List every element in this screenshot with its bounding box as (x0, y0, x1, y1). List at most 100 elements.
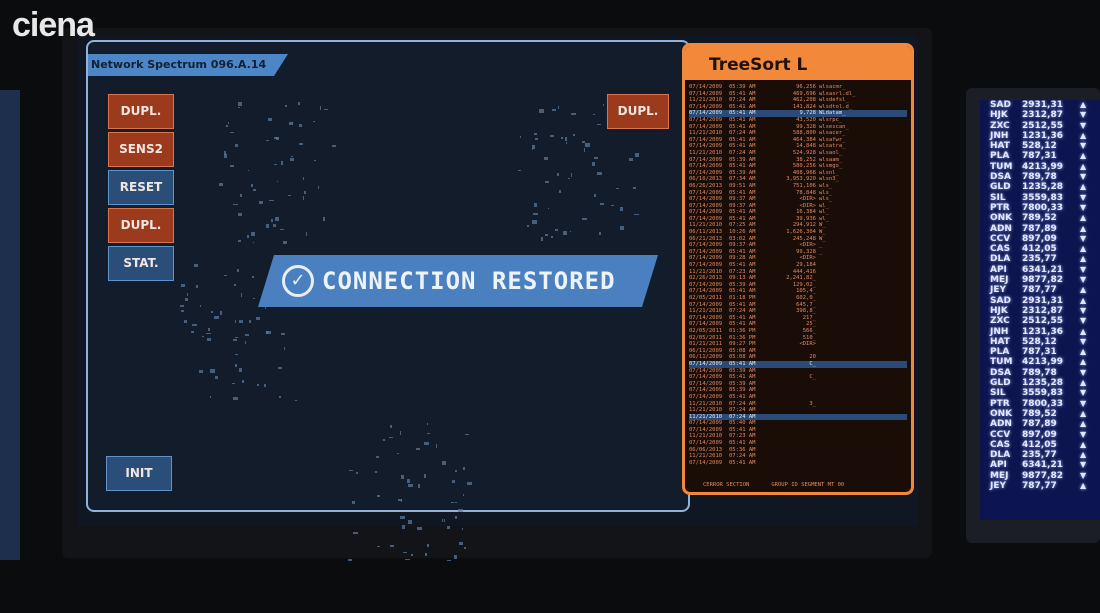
file-name (819, 433, 879, 440)
dupl-button-top-right[interactable]: DUPL. (607, 94, 669, 129)
file-size: 9,728 (799, 110, 816, 117)
file-date: 07/14/2009 (689, 90, 723, 97)
ticker-value: 2931,31 (1022, 295, 1063, 306)
file-name: wlsafwr_ (819, 136, 846, 143)
circuit-dot (635, 153, 640, 158)
file-name: wlsasrl.dl_ (819, 90, 856, 97)
dupl-button-2[interactable]: DUPL. (108, 208, 174, 243)
circuit-dot (619, 207, 624, 211)
circuit-dot (314, 159, 316, 162)
sens2-button[interactable]: SENS2 (108, 132, 174, 167)
file-time: 07:24 AM (729, 400, 756, 407)
circuit-dot (533, 213, 538, 215)
circuit-dot (557, 105, 559, 110)
circuit-dot (195, 285, 198, 288)
file-date: 01/21/2011 (689, 341, 723, 348)
footer-left: CERROR SECTION (703, 482, 750, 488)
circuit-dot (240, 293, 242, 297)
triangle-down-icon: ▼ (1080, 460, 1087, 470)
file-time: 05:41 AM (729, 374, 756, 381)
triangle-up-icon: ▲ (1080, 100, 1087, 109)
stat-button[interactable]: STAT. (108, 246, 174, 281)
circuit-dot (238, 102, 243, 107)
circuit-dot (233, 283, 237, 286)
file-name (819, 460, 879, 467)
file-time: 01:36 PM (729, 334, 756, 341)
file-size: <DIR> (799, 242, 816, 249)
ticker-code: PLA (990, 347, 1010, 358)
file-time: 05:39 AM (729, 281, 756, 288)
file-date: 07/14/2009 (689, 301, 723, 308)
init-button[interactable]: INIT (106, 456, 172, 491)
file-size: C_ (809, 374, 816, 381)
reset-button[interactable]: RESET (108, 170, 174, 205)
dupl-button[interactable]: DUPL. (108, 94, 174, 129)
file-date: 06/21/2013 (689, 235, 723, 242)
circuit-dot (443, 518, 445, 523)
file-date: 07/14/2009 (689, 242, 723, 249)
triangle-down-icon: ▼ (1080, 141, 1087, 151)
circuit-dot (192, 324, 198, 326)
